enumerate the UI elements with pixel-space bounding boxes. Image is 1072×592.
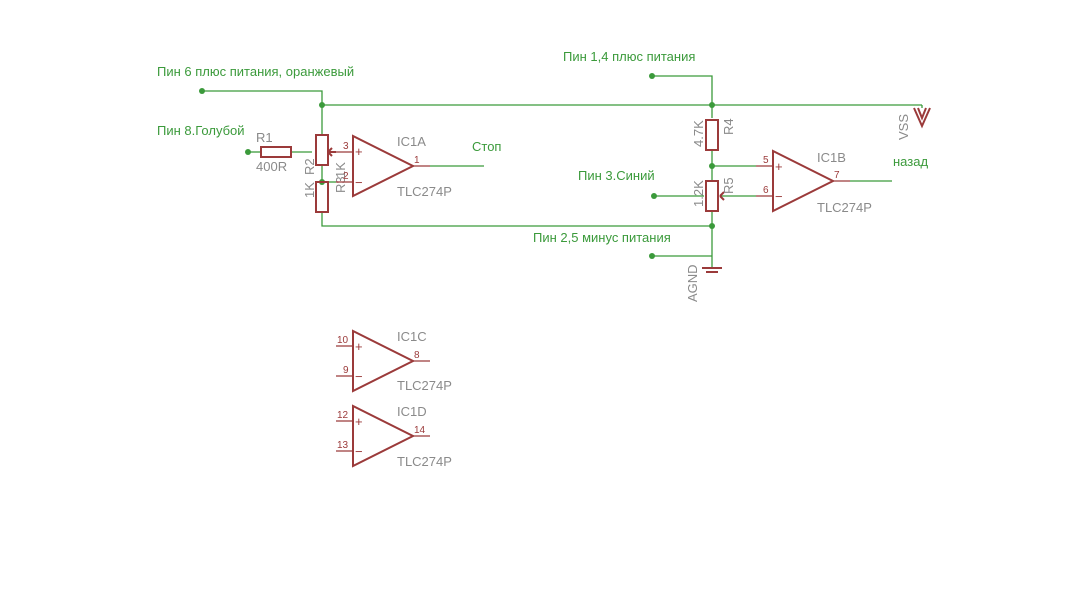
r4-value: 4.7K: [691, 120, 706, 147]
junction-dot: [199, 88, 205, 94]
opamp-ic1c[interactable]: + − 10 9 8 IC1C TLC274P: [336, 329, 452, 393]
net-label-pin8: Пин 8.Голубой: [157, 123, 245, 138]
ic1a-minus-sign: −: [355, 175, 363, 190]
ic1a-plus-sign: +: [355, 144, 363, 159]
r3-name: R3: [333, 176, 348, 193]
net-label-stop: Стоп: [472, 139, 501, 154]
ic1d-type: TLC274P: [397, 454, 452, 469]
vss-label: VSS: [896, 114, 911, 140]
opamp-ic1b[interactable]: + − 5 6 7 IC1B TLC274P: [756, 149, 872, 215]
opamp-ic1a[interactable]: + − 3 2 1 IC1A TLC274P: [336, 134, 452, 199]
vss-arrow-icon: [913, 107, 931, 129]
ic1a-pin-plus: 3: [343, 141, 349, 152]
ground-icon: [702, 267, 722, 273]
ic1c-name: IC1C: [397, 329, 427, 344]
junction-dot: [709, 163, 715, 169]
agnd-symbol: AGND: [685, 264, 722, 302]
r1-value: 400R: [256, 159, 287, 174]
junction-dot: [651, 193, 657, 199]
ic1b-minus-sign: −: [775, 189, 783, 204]
ic1a-pin-out: 1: [414, 155, 420, 166]
ic1a-pin-minus: 2: [343, 171, 349, 182]
ic1c-pin-plus: 10: [337, 335, 349, 346]
net-label-back: назад: [893, 154, 928, 169]
ic1b-pin-plus: 5: [763, 155, 769, 166]
ic1d-minus-sign: −: [355, 444, 363, 459]
wire-r2-bottom: [321, 212, 712, 227]
ic1b-pin-minus: 6: [763, 185, 769, 196]
ic1b-plus-sign: +: [775, 159, 783, 174]
ic1c-plus-sign: +: [355, 339, 363, 354]
ic1c-type: TLC274P: [397, 378, 452, 393]
ic1c-minus-sign: −: [355, 369, 363, 384]
resistor-r2[interactable]: 1K R2: [302, 158, 329, 213]
ic1d-pin-plus: 12: [337, 410, 349, 421]
agnd-label: AGND: [685, 264, 700, 302]
wire-pin14-feed: [652, 75, 713, 105]
r2-value: 1K: [302, 182, 317, 198]
vss-symbol: VSS: [896, 105, 931, 140]
ic1d-plus-sign: +: [355, 414, 363, 429]
r5-name: R5: [721, 177, 736, 194]
resistor-r5[interactable]: 1.2K R5: [691, 177, 736, 212]
r3-value: 1K: [333, 162, 348, 178]
ic1c-pin-out: 8: [414, 350, 420, 361]
ic1d-name: IC1D: [397, 404, 427, 419]
r4-name: R4: [721, 118, 736, 135]
net-label-pin3: Пин 3.Синий: [578, 168, 655, 183]
ic1a-name: IC1A: [397, 134, 426, 149]
opamp-ic1d[interactable]: + − 12 13 14 IC1D TLC274P: [336, 404, 452, 469]
junction-dot: [245, 149, 251, 155]
net-label-pin14: Пин 1,4 плюс питания: [563, 49, 695, 64]
r2-name: R2: [302, 158, 317, 175]
ic1b-type: TLC274P: [817, 200, 872, 215]
junction-dot: [709, 223, 715, 229]
wire-pin6-feed: [202, 90, 323, 105]
net-label-pin25: Пин 2,5 минус питания: [533, 230, 671, 245]
ic1c-pin-minus: 9: [343, 365, 349, 376]
junction-dot: [709, 102, 715, 108]
junction-dots: [199, 73, 715, 259]
net-label-pin6: Пин 6 плюс питания, оранжевый: [157, 64, 354, 79]
ic1d-pin-minus: 13: [337, 440, 349, 451]
junction-dot: [649, 73, 655, 79]
r5-value: 1.2K: [691, 180, 706, 207]
junction-dot: [649, 253, 655, 259]
ic1d-pin-out: 14: [414, 425, 426, 436]
ic1b-pin-out: 7: [834, 170, 840, 181]
resistor-r4[interactable]: 4.7K R4: [691, 118, 736, 151]
resistor-r1[interactable]: R1 400R: [256, 130, 292, 174]
junction-dot: [319, 102, 325, 108]
resistor-r3[interactable]: R3 1K: [315, 134, 348, 193]
r1-name: R1: [256, 130, 273, 145]
ic1a-type: TLC274P: [397, 184, 452, 199]
ic1b-name: IC1B: [817, 150, 846, 165]
